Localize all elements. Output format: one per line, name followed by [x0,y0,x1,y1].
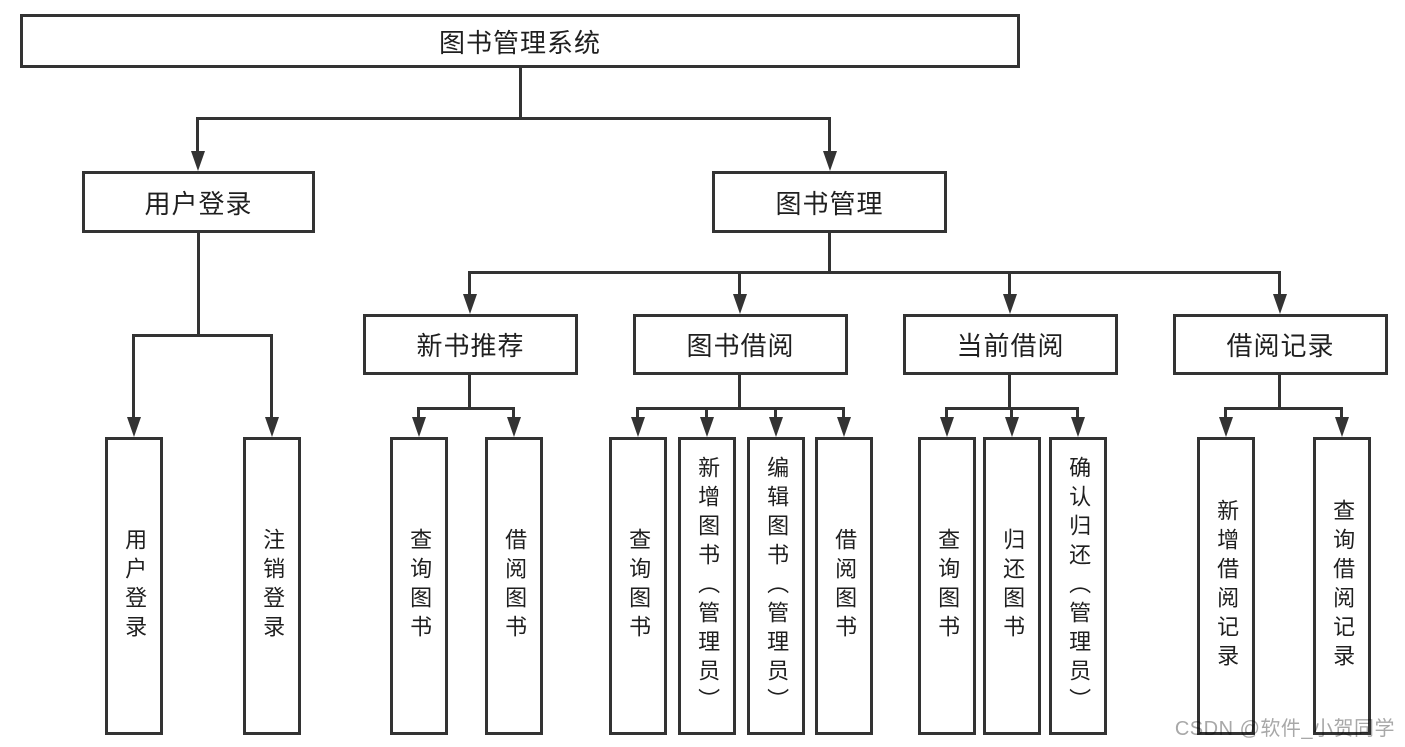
node-book-borrowing-label: 图书借阅 [686,331,795,361]
root-drop-line-right [828,117,831,152]
arrowhead-down-icon [1003,294,1017,314]
new-book-recommend-stem-line [468,375,471,410]
current-borrowing-drop-line-2 [1010,407,1013,419]
arrowhead-down-icon [507,417,521,437]
leaf-current-return-books-label: 归还图书 [1000,528,1026,644]
leaf-recommend-borrow-books: 借阅图书 [485,437,543,735]
node-borrowing-records: 借阅记录 [1173,314,1388,375]
book-management-branch-line [469,271,1281,274]
root-drop-line-left [196,117,199,152]
node-user-login-label: 用户登录 [144,188,253,219]
arrowhead-down-icon [1273,294,1287,314]
leaf-borrowing-borrow-books: 借阅图书 [815,437,873,735]
node-current-borrowing: 当前借阅 [903,314,1118,375]
new-book-recommend-drop-line-2 [512,407,515,419]
book-management-drop-line-1 [468,271,471,295]
leaf-borrowing-edit-books-admin-label: 编辑图书（管理员） [764,455,790,717]
book-borrowing-drop-line-2 [705,407,708,419]
leaf-recommend-query-books-label: 查询图书 [407,528,433,644]
leaf-borrowing-add-books-admin: 新增图书（管理员） [678,437,736,735]
arrowhead-down-icon [412,417,426,437]
book-borrowing-drop-line-4 [842,407,845,419]
arrowhead-down-icon [1335,417,1349,437]
node-library-management-system: 图书管理系统 [20,14,1020,68]
leaf-borrowing-borrow-books-label: 借阅图书 [832,528,858,644]
book-management-stem-line [828,233,831,274]
borrowing-records-branch-line [1225,407,1343,410]
current-borrowing-drop-line-1 [945,407,948,419]
borrowing-records-stem-line [1278,375,1281,410]
new-book-recommend-branch-line [418,407,515,410]
arrowhead-down-icon [733,294,747,314]
leaf-recommend-borrow-books-label: 借阅图书 [502,528,528,644]
leaf-user-login-label: 用户登录 [122,528,148,644]
arrowhead-down-icon [1071,417,1085,437]
leaf-borrowing-edit-books-admin: 编辑图书（管理员） [747,437,805,735]
book-borrowing-drop-line-1 [636,407,639,419]
node-borrowing-records-label: 借阅记录 [1226,331,1335,361]
node-book-management: 图书管理 [712,171,947,233]
borrowing-records-drop-line-1 [1224,407,1227,419]
leaf-user-login: 用户登录 [105,437,163,735]
root-branch-line [197,117,831,120]
new-book-recommend-drop-line-1 [417,407,420,419]
node-book-management-label: 图书管理 [775,188,884,219]
node-current-borrowing-label: 当前借阅 [956,331,1065,361]
borrowing-records-drop-line-2 [1340,407,1343,419]
user-login-stem-line [197,233,200,337]
leaf-logout: 注销登录 [243,437,301,735]
arrowhead-down-icon [837,417,851,437]
leaf-current-return-books: 归还图书 [983,437,1041,735]
leaf-current-confirm-return-admin-label: 确认归还（管理员） [1066,455,1092,717]
book-management-drop-line-3 [1008,271,1011,295]
arrowhead-down-icon [631,417,645,437]
leaf-current-query-books-label: 查询图书 [935,528,961,644]
leaf-records-add-record-label: 新增借阅记录 [1214,499,1240,673]
leaf-records-query-record-label: 查询借阅记录 [1330,499,1356,673]
leaf-records-add-record: 新增借阅记录 [1197,437,1255,735]
user-login-branch-line [133,334,273,337]
leaf-records-query-record: 查询借阅记录 [1313,437,1371,735]
leaf-borrowing-query-books-label: 查询图书 [626,528,652,644]
user-login-drop-line-right [270,334,273,418]
arrowhead-down-icon [191,151,205,171]
arrowhead-down-icon [823,151,837,171]
node-new-book-recommend: 新书推荐 [363,314,578,375]
book-borrowing-drop-line-3 [774,407,777,419]
arrowhead-down-icon [769,417,783,437]
arrowhead-down-icon [700,417,714,437]
arrowhead-down-icon [265,417,279,437]
arrowhead-down-icon [1219,417,1233,437]
leaf-borrowing-add-books-admin-label: 新增图书（管理员） [695,455,721,717]
arrowhead-down-icon [463,294,477,314]
leaf-current-query-books: 查询图书 [918,437,976,735]
book-management-drop-line-2 [738,271,741,295]
user-login-drop-line-left [132,334,135,418]
node-library-management-system-label: 图书管理系统 [438,27,601,58]
leaf-borrowing-query-books: 查询图书 [609,437,667,735]
node-book-borrowing: 图书借阅 [633,314,848,375]
csdn-watermark: CSDN @软件_小贺同学 [1174,718,1395,740]
current-borrowing-drop-line-3 [1076,407,1079,419]
node-user-login: 用户登录 [82,171,315,233]
leaf-current-confirm-return-admin: 确认归还（管理员） [1049,437,1107,735]
book-borrowing-stem-line [738,375,741,410]
arrowhead-down-icon [127,417,141,437]
current-borrowing-stem-line [1008,375,1011,410]
arrowhead-down-icon [1005,417,1019,437]
book-borrowing-branch-line [637,407,845,410]
arrowhead-down-icon [940,417,954,437]
root-stem-line [519,68,522,118]
leaf-logout-label: 注销登录 [260,528,286,644]
book-management-drop-line-4 [1278,271,1281,295]
node-new-book-recommend-label: 新书推荐 [416,331,525,361]
leaf-recommend-query-books: 查询图书 [390,437,448,735]
